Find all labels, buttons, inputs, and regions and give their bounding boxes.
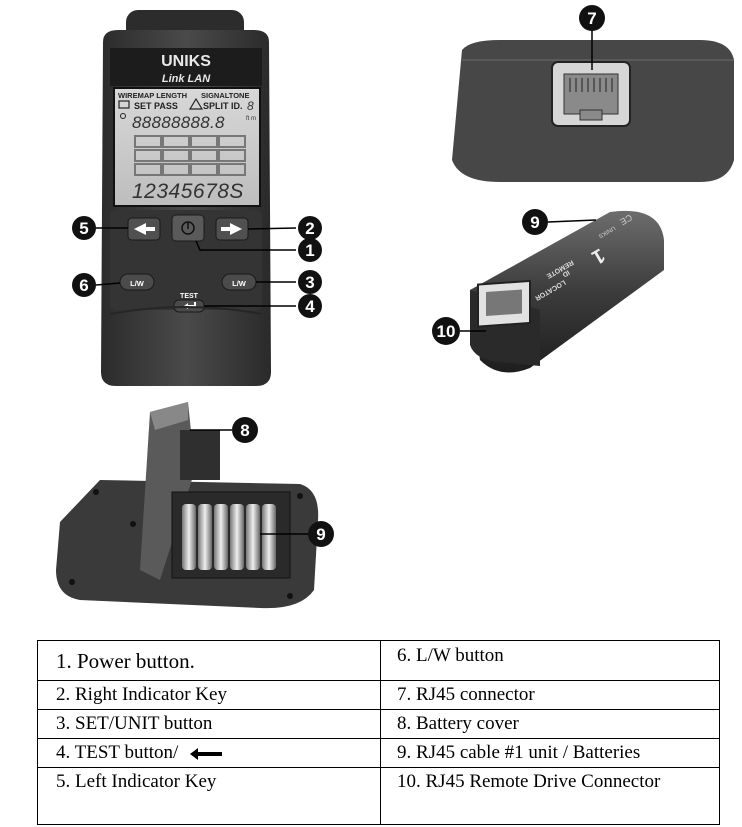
lcd-bottom-digits: 12345678S	[132, 180, 244, 203]
legend-row: 5. Left Indicator Key 10. RJ45 Remote Dr…	[37, 767, 720, 825]
legend-row: 2. Right Indicator Key 7. RJ45 connector	[37, 680, 720, 710]
lcd-units: ft m	[246, 116, 256, 122]
callout-8-label: 8	[240, 421, 249, 440]
callout-7	[579, 5, 605, 31]
left-arrow-icon	[134, 223, 155, 235]
batteries	[182, 504, 276, 570]
legend-row: 4. TEST button/ 9. RJ45 cable #1 unit / …	[37, 738, 720, 768]
callout-1	[298, 238, 322, 262]
callout-9	[308, 521, 334, 547]
lcd-header-right: SIGNALTONE	[201, 91, 249, 100]
callout-7-label: 7	[587, 9, 596, 28]
legend-test-text: 4. TEST button/	[56, 742, 179, 763]
legend-cell-test: 4. TEST button/	[37, 738, 381, 768]
warning-icon	[188, 97, 204, 110]
brand-text: UNIKS	[161, 53, 211, 70]
lcd-digits: 88888888.8	[132, 113, 225, 132]
legend-cell: 9. RJ45 cable #1 unit / Batteries	[380, 738, 720, 768]
callout-2-label: 2	[305, 219, 314, 238]
lcd-header-left: WIREMAP LENGTH	[118, 91, 187, 100]
right-arrow-icon	[221, 223, 242, 235]
callout-3-label: 3	[305, 273, 314, 292]
lcd-wiremap-segments	[134, 135, 246, 176]
callout-6	[72, 273, 96, 297]
legend-table: 1. Power button. 6. L/W button 2. Right …	[37, 640, 720, 825]
legend-row: 3. SET/UNIT button 8. Battery cover	[37, 709, 720, 739]
callout-10-label: 10	[437, 322, 456, 341]
legend-cell: 6. L/W button	[380, 640, 720, 681]
callout-4	[298, 294, 322, 318]
lcd-set-pass: SET PASS	[134, 101, 178, 111]
lw-left-label: L/W	[130, 279, 145, 288]
remote-text-2: ID	[561, 268, 571, 278]
battery-icon	[118, 100, 130, 109]
callout-10	[432, 317, 460, 345]
lw-button-left[interactable]	[119, 273, 155, 291]
model-text: Link LAN	[162, 73, 211, 85]
test-label: TEST	[180, 293, 199, 300]
lcd-split-id: SPLIT ID.	[203, 101, 243, 111]
callout-9-remote-label: 9	[530, 213, 539, 232]
legend-cell: 10. RJ45 Remote Drive Connector	[380, 767, 720, 825]
callout-9-remote	[522, 209, 548, 235]
lcd-dot-icon	[120, 113, 126, 119]
tester-callouts: 1 2 3 4 5 6	[72, 216, 322, 318]
legend-cell: 2. Right Indicator Key	[37, 680, 381, 710]
battery-view: 8 9	[56, 402, 334, 609]
tester-top-view: 7	[452, 5, 734, 182]
lw-right-label: L/W	[232, 279, 247, 288]
tester-unit: UNIKS Link LAN WIREMAP LENGTH SIGNALTONE…	[101, 10, 271, 386]
figure: UNIKS Link LAN WIREMAP LENGTH SIGNALTONE…	[56, 5, 734, 609]
callout-8	[232, 417, 258, 443]
legend-cell: 3. SET/UNIT button	[37, 709, 381, 739]
legend-cell: 7. RJ45 connector	[380, 680, 720, 710]
callout-2	[298, 216, 322, 240]
legend-cell: 5. Left Indicator Key	[37, 767, 381, 825]
legend-row: 1. Power button. 6. L/W button	[37, 640, 720, 681]
callout-5	[72, 216, 96, 240]
lcd-id-digit: 8	[247, 99, 254, 113]
callout-6-label: 6	[79, 276, 88, 295]
callout-5-label: 5	[79, 219, 88, 238]
callout-1-label: 1	[305, 241, 314, 260]
callout-3	[298, 270, 322, 294]
legend-cell: 8. Battery cover	[380, 709, 720, 739]
remote-unit: REMOTE ID LOCATOR 1 UNIKS CE 9 10	[432, 209, 664, 373]
callout-4-label: 4	[305, 297, 315, 316]
legend-cell: 1. Power button.	[37, 640, 381, 681]
callout-9-label: 9	[316, 525, 325, 544]
enter-arrow-icon	[190, 747, 223, 760]
product-figure: UNIKS Link LAN WIREMAP LENGTH SIGNALTONE…	[56, 5, 734, 609]
